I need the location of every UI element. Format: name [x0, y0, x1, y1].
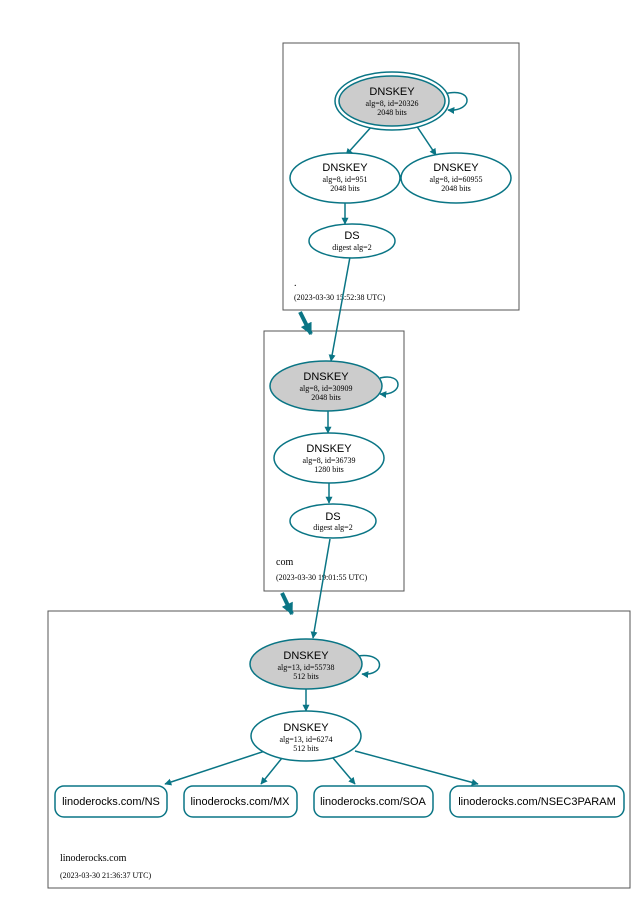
- zone-com-border: [263, 330, 405, 592]
- zone-linoderocks: linoderocks.com (2023-03-30 21:36:37 UTC…: [47, 610, 631, 889]
- node-bits: 2048 bits: [441, 184, 471, 193]
- rrset-label: linoderocks.com/NSEC3PARAM: [458, 796, 616, 808]
- node-com-ksk: DNSKEY alg=8, id=30909 2048 bits: [269, 360, 383, 412]
- zone-com-name: com: [276, 557, 293, 568]
- node-com-ds: DS digest alg=2: [289, 503, 377, 539]
- edge-lrzsk-ns: [164, 750, 266, 786]
- delegation-arrow-com-linoderocks: [280, 592, 294, 616]
- zone-root-name: .: [294, 278, 297, 289]
- zone-com-timestamp: (2023-03-30 19:01:55 UTC): [276, 573, 367, 582]
- node-bits: 512 bits: [293, 672, 319, 681]
- node-bits: 2048 bits: [311, 393, 341, 402]
- node-title: DNSKEY: [303, 371, 349, 383]
- zone-root-timestamp: (2023-03-30 15:52:38 UTC): [294, 293, 385, 302]
- node-root-zsk-60955: DNSKEY alg=8, id=60955 2048 bits: [400, 152, 512, 204]
- node-linoderocks-ksk: DNSKEY alg=13, id=55738 512 bits: [249, 638, 363, 690]
- zone-linoderocks-timestamp: (2023-03-30 21:36:37 UTC): [60, 871, 151, 880]
- selfloop-com-ksk: [379, 376, 399, 399]
- edge-rootds-comksk: [328, 256, 351, 362]
- selfloop-linoderocks-ksk: [357, 654, 381, 679]
- node-bits: 2048 bits: [330, 184, 360, 193]
- rrset-ns: linoderocks.com/NS: [54, 785, 168, 818]
- edges: [164, 124, 479, 786]
- node-title: DS: [344, 230, 359, 242]
- node-title: DNSKEY: [322, 162, 368, 174]
- rrset-label: linoderocks.com/NS: [62, 796, 160, 808]
- edge-rootksk-zsk2: [415, 124, 437, 156]
- node-title: DNSKEY: [433, 162, 479, 174]
- node-detail: digest alg=2: [332, 243, 371, 252]
- node-detail: alg=13, id=6274: [279, 735, 332, 744]
- rrset-mx: linoderocks.com/MX: [183, 785, 298, 818]
- node-title: DNSKEY: [283, 722, 329, 734]
- edge-lrzsk-soa: [332, 757, 356, 785]
- zone-linoderocks-name: linoderocks.com: [60, 853, 127, 864]
- node-detail: alg=8, id=36739: [302, 456, 355, 465]
- node-detail: alg=13, id=55738: [277, 663, 334, 672]
- node-title: DS: [325, 511, 340, 523]
- node-bits: 1280 bits: [314, 465, 344, 474]
- edge-lrzsk-mx: [260, 757, 283, 785]
- node-linoderocks-zsk: DNSKEY alg=13, id=6274 512 bits: [250, 710, 362, 762]
- rrset-soa: linoderocks.com/SOA: [313, 785, 434, 818]
- rrset-label: linoderocks.com/MX: [190, 796, 290, 808]
- node-detail: alg=8, id=20326: [365, 99, 418, 108]
- node-title: DNSKEY: [369, 86, 415, 98]
- edge-rootksk-zsk1: [345, 124, 374, 156]
- node-detail: digest alg=2: [313, 523, 352, 532]
- node-root-ksk: DNSKEY alg=8, id=20326 2048 bits: [334, 71, 450, 131]
- rrset-label: linoderocks.com/SOA: [320, 796, 426, 808]
- node-title: DNSKEY: [306, 443, 352, 455]
- zone-root: . (2023-03-30 15:52:38 UTC): [282, 42, 520, 311]
- zone-com: com (2023-03-30 19:01:55 UTC): [263, 330, 405, 592]
- selfloop-root-ksk: [443, 91, 468, 114]
- edge-lrzsk-nsec3param: [354, 750, 479, 786]
- node-bits: 2048 bits: [377, 108, 407, 117]
- rrset-nsec3param: linoderocks.com/NSEC3PARAM: [449, 785, 625, 818]
- delegation-arrow-root-com: [298, 311, 313, 336]
- node-bits: 512 bits: [293, 744, 319, 753]
- node-root-ds: DS digest alg=2: [308, 223, 396, 259]
- node-detail: alg=8, id=30909: [299, 384, 352, 393]
- edge-comds-lrksk: [310, 538, 331, 639]
- zone-linoderocks-border: [47, 610, 631, 889]
- node-com-zsk: DNSKEY alg=8, id=36739 1280 bits: [273, 432, 385, 484]
- node-root-zsk-951: DNSKEY alg=8, id=951 2048 bits: [289, 152, 401, 204]
- zone-root-border: [282, 42, 520, 311]
- node-detail: alg=8, id=60955: [429, 175, 482, 184]
- node-title: DNSKEY: [283, 650, 329, 662]
- node-detail: alg=8, id=951: [322, 175, 367, 184]
